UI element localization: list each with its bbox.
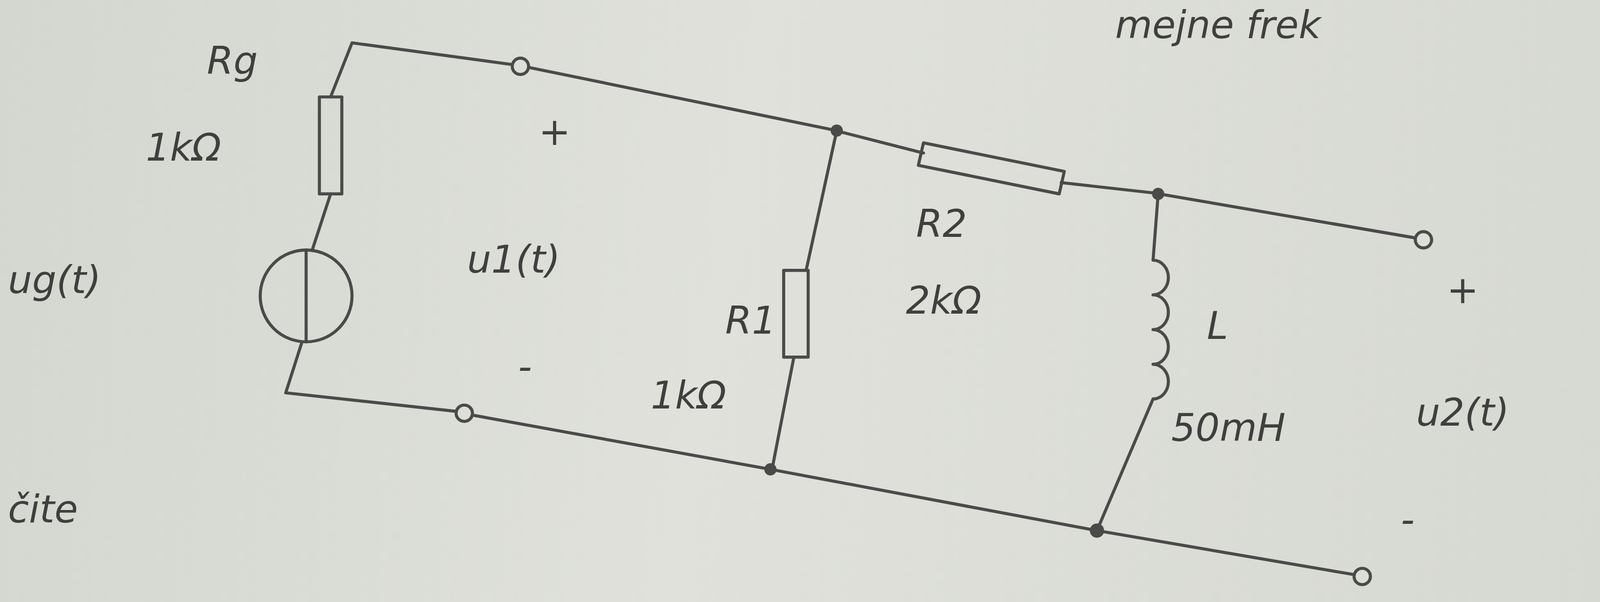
terminal xyxy=(512,58,529,75)
circuit-label: 50mH xyxy=(1168,408,1289,449)
junction-dot xyxy=(1089,523,1105,538)
circuit-label: 1kΩ xyxy=(143,127,225,168)
circuit-label: u1(t) xyxy=(464,239,564,280)
wire xyxy=(772,357,794,468)
circuit-label: R2 xyxy=(913,204,970,245)
resistor-symbol xyxy=(918,143,1065,195)
circuit-label: - xyxy=(515,347,535,388)
circuit-label: u2(t) xyxy=(1413,392,1512,433)
circuit-label: - xyxy=(1397,500,1418,541)
resistor-symbol xyxy=(319,96,342,194)
circuit-label: + xyxy=(535,112,574,153)
circuit-label: 2kΩ xyxy=(902,280,985,321)
wire xyxy=(528,67,924,154)
circuit-label: ug(t) xyxy=(5,260,104,301)
wire xyxy=(330,42,511,97)
circuit-label: L xyxy=(1204,306,1232,347)
wire xyxy=(1061,182,1415,238)
terminal xyxy=(1415,231,1432,248)
circuit-label: čite xyxy=(5,489,82,530)
terminal xyxy=(1353,568,1371,585)
junction-dot xyxy=(1151,187,1165,201)
wire xyxy=(806,130,837,271)
circuit-label: 1kΩ xyxy=(647,375,729,416)
source-symbol xyxy=(260,249,353,342)
circuit-label: Rg xyxy=(204,41,261,82)
terminal xyxy=(456,405,473,422)
junction-dot xyxy=(764,463,777,476)
resistor-symbol xyxy=(783,270,809,358)
inductor-symbol xyxy=(1097,194,1169,531)
source-line xyxy=(304,249,308,342)
wire xyxy=(312,194,331,251)
circuit-label: + xyxy=(1444,270,1482,311)
circuit-label: mejne frek xyxy=(1112,5,1324,46)
wire xyxy=(285,341,455,412)
circuit-label: R1 xyxy=(722,300,779,341)
junction-dot xyxy=(830,124,843,137)
